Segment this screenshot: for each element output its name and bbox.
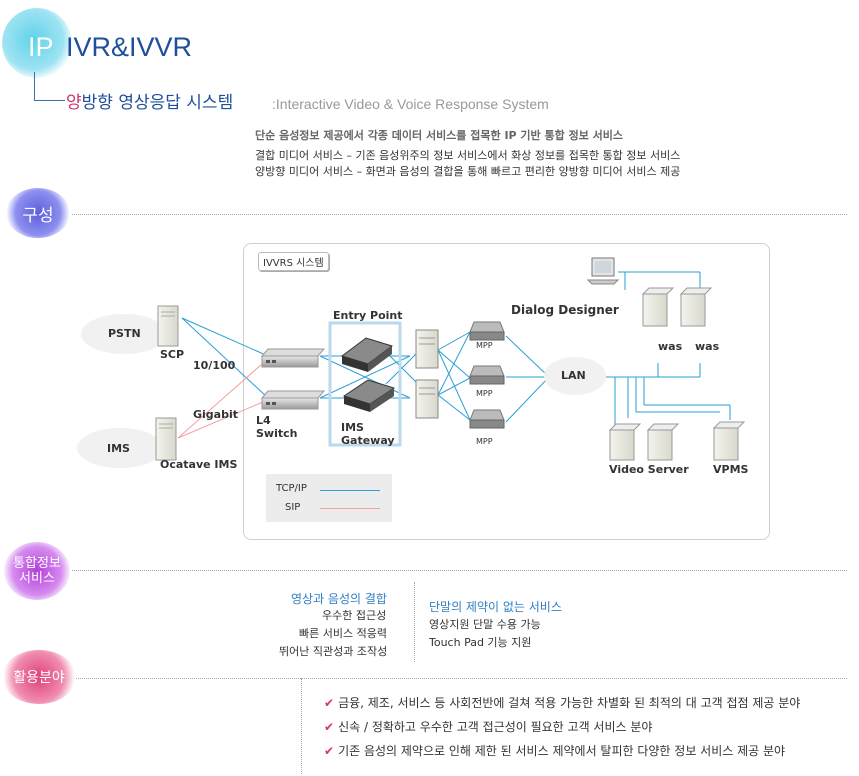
- subtitle-rest: 방향 영상응답 시스템: [81, 93, 234, 113]
- mpp-label-3: MPP: [476, 437, 493, 446]
- application-item-3-text: 기존 음성의 제약으로 인해 제한 된 서비스 제약에서 탈피한 다양한 정보 …: [338, 744, 786, 758]
- pstn-label: PSTN: [108, 327, 141, 340]
- legend-tcpip-label: TCP/IP: [276, 483, 307, 494]
- intro-line-3: 양방향 미디어 서비스 – 화면과 음성의 결합을 통해 빠르고 편리한 양방향…: [255, 165, 681, 178]
- gigabit-label: Gigabit: [193, 408, 238, 421]
- ocatave-server-icon: [155, 417, 177, 461]
- entry-point-device-icon: [340, 337, 394, 372]
- check-icon: ✔: [324, 696, 335, 710]
- section-composition-badge: 구성: [6, 188, 70, 238]
- section-integrated-line2: 서비스: [19, 571, 55, 586]
- service-left-item-2: 빠른 서비스 적응력: [299, 627, 387, 640]
- mpp-label-1: MPP: [476, 341, 493, 350]
- ims-gateway-device-icon: [342, 379, 396, 412]
- legend-tcpip-line: [320, 490, 380, 491]
- mpp-unit-icon-2: [469, 365, 505, 385]
- application-item-1-text: 금융, 제조, 서비스 등 사회전반에 걸쳐 적용 가능한 차별화 된 최적의 …: [338, 696, 801, 710]
- ims-oval: [77, 428, 163, 468]
- service-left-item-1: 우수한 접근성: [322, 609, 387, 622]
- header-logo-blob: [2, 8, 72, 78]
- lan-label: LAN: [561, 369, 586, 382]
- subtitle-highlight: 양: [66, 93, 82, 113]
- section-integrated-line1: 통합정보: [13, 556, 61, 571]
- video-server-label: Video Server: [609, 463, 689, 476]
- ims-label: IMS: [107, 442, 130, 455]
- was-server-icon-1: [641, 287, 675, 327]
- subtitle-english: :Interactive Video & Voice Response Syst…: [272, 96, 549, 112]
- legend-box: [266, 474, 392, 522]
- section-divider-integrated: [72, 570, 847, 571]
- service-left-item-3: 뛰어난 직관성과 조작성: [279, 645, 388, 658]
- app-server-icon-bottom: [415, 379, 439, 419]
- l4-switch-icon-top: [260, 348, 326, 368]
- vpms-label: VPMS: [713, 463, 749, 476]
- section-integrated-badge: 통합정보 서비스: [4, 542, 70, 600]
- scp-label: SCP: [160, 348, 185, 361]
- lan-oval: [544, 357, 606, 395]
- ims-gateway-label-line1: IMS: [341, 421, 364, 434]
- ims-gateway-label-line2: Gateway: [341, 434, 395, 447]
- ivvrs-system-label: IVVRS 시스템: [258, 252, 329, 271]
- mpp-label-2: MPP: [476, 389, 493, 398]
- speed-label: 10/100: [193, 359, 236, 372]
- l4-switch-icon-bottom: [260, 390, 326, 410]
- pstn-oval: [81, 314, 167, 354]
- service-column-divider: [414, 582, 415, 662]
- application-item-2: ✔신속 / 정확하고 우수한 고객 접근성이 필요한 고객 서비스 분야: [324, 718, 652, 735]
- legend-sip-label: SIP: [285, 502, 301, 513]
- subtitle-korean: 양방향 영상응답 시스템: [66, 88, 233, 113]
- check-icon: ✔: [324, 744, 335, 758]
- service-right-item-1: 영상지원 단말 수용 가능: [429, 618, 541, 631]
- page-title: IVR&IVVR: [66, 32, 193, 62]
- ocatave-ims-label: Ocatave IMS: [160, 458, 238, 471]
- mpp-unit-icon-1: [469, 321, 505, 341]
- entry-point-label: Entry Point: [333, 309, 403, 322]
- check-icon: ✔: [324, 720, 335, 734]
- application-item-2-text: 신속 / 정확하고 우수한 고객 접근성이 필요한 고객 서비스 분야: [338, 720, 653, 734]
- l4-label: L4: [256, 414, 271, 427]
- was-server-icon-2: [679, 287, 713, 327]
- section-divider-application: [76, 678, 847, 679]
- scp-server-icon: [157, 305, 179, 347]
- title-connector-line: [34, 72, 65, 101]
- section-application-badge: 활용분야: [2, 650, 76, 704]
- section-composition-label: 구성: [22, 206, 54, 226]
- section-application-label: 활용분야: [13, 670, 65, 686]
- app-server-icon-top: [415, 329, 439, 369]
- was-label-1: was: [658, 340, 683, 353]
- mpp-unit-icon-3: [469, 409, 505, 429]
- ip-label: IP: [28, 32, 54, 62]
- entry-point-frame: [328, 321, 402, 447]
- dialog-designer-pc-icon: [586, 257, 620, 285]
- intro-line-1: 단순 음성정보 제공에서 각종 데이터 서비스를 접목한 IP 기반 통합 정보…: [255, 129, 623, 142]
- sip-links: [177, 356, 271, 439]
- switch-label: Switch: [256, 427, 298, 440]
- service-right-item-2: Touch Pad 기능 지원: [429, 636, 532, 649]
- application-item-3: ✔기존 음성의 제약으로 인해 제한 된 서비스 제약에서 탈피한 다양한 정보…: [324, 742, 785, 759]
- vpms-server-icon: [712, 421, 746, 461]
- video-server-icon-1: [608, 423, 642, 461]
- section-divider-composition: [72, 214, 847, 215]
- intro-line-2: 결합 미디어 서비스 – 기존 음성위주의 정보 서비스에서 화상 정보를 접목…: [255, 149, 681, 162]
- service-left-title: 영상과 음성의 결합: [291, 592, 387, 606]
- video-server-icon-2: [646, 423, 680, 461]
- legend-sip-line: [320, 508, 380, 509]
- application-left-border: [301, 678, 302, 774]
- service-right-title: 단말의 제약이 없는 서비스: [429, 600, 562, 614]
- was-label-2: was: [695, 340, 720, 353]
- application-item-1: ✔금융, 제조, 서비스 등 사회전반에 걸쳐 적용 가능한 차별화 된 최적의…: [324, 694, 800, 711]
- dialog-designer-label: Dialog Designer: [511, 303, 619, 317]
